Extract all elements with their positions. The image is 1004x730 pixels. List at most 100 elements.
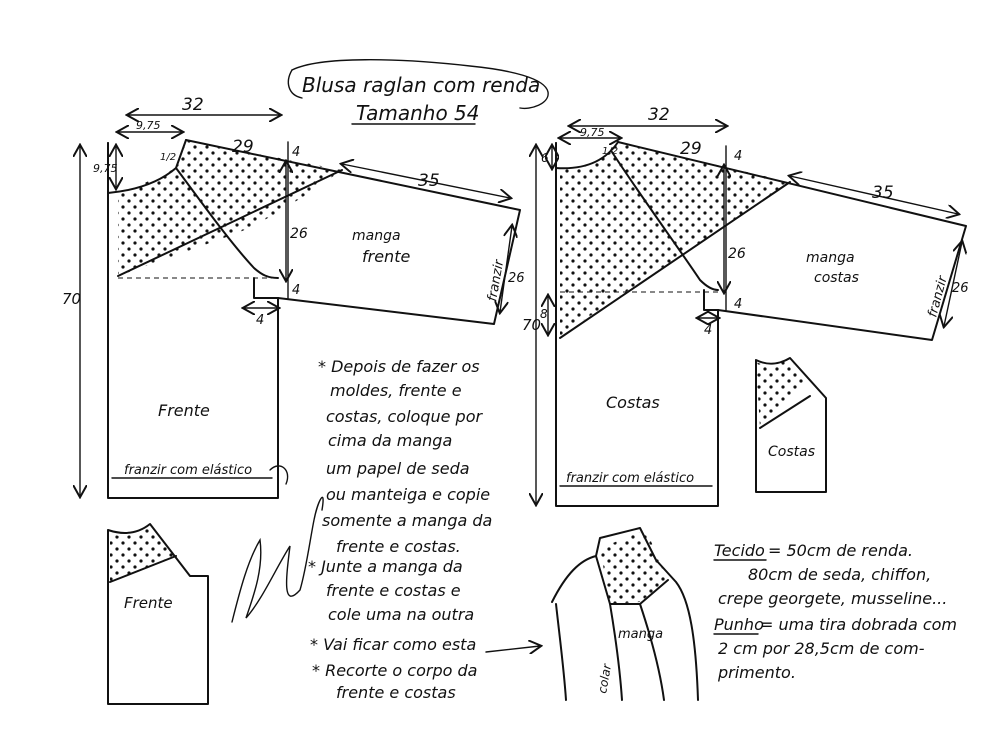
front-top-4-label: 4 [292, 145, 300, 160]
back-width-label: 32 [648, 105, 670, 125]
punho-line-1: = uma tira dobrada com [760, 615, 957, 634]
assembled-sleeve-label: manga [618, 627, 663, 642]
back-body-label: Costas [606, 393, 660, 412]
front-length-label: 70 [62, 290, 81, 308]
signature-flourish [269, 465, 289, 485]
front-underarm-step [253, 277, 279, 299]
front-lace-body [118, 168, 232, 276]
assembled-center-line-1 [609, 603, 623, 701]
instruction-line: costas, coloque por [326, 407, 484, 426]
assembled-neck-v [595, 555, 669, 605]
tecido-line-1: = 50cm de renda. [768, 541, 913, 560]
signature [231, 465, 324, 623]
tecido-line-2: 80cm de seda, chiffon, [748, 565, 931, 584]
back-pattern: 32 9,75 6 1/2 29 35 4 26 4 4 26 8 70 man… [522, 105, 969, 507]
instruction-line: cima da manga [328, 431, 452, 450]
instruction-line: frente e costas. [336, 537, 461, 556]
instruction-line: ou manteiga e copie [326, 485, 490, 504]
back-neck-mark: 1/2 [602, 146, 618, 157]
front-sleeve-len-label: 35 [418, 171, 440, 191]
instruction-line: * Junte a manga da [308, 557, 463, 576]
instruction-line: um papel de seda [326, 459, 470, 478]
back-neck-width-label: 9,75 [580, 126, 605, 139]
assembled-left-edge [555, 603, 567, 701]
small-back-outline [755, 357, 827, 493]
back-lace [560, 142, 790, 336]
small-back-diagonal [759, 395, 811, 429]
back-shoulder-label: 29 [680, 139, 702, 159]
assembled-collar-label: colar [595, 662, 614, 695]
back-sleeve-label-2: costas [814, 270, 859, 286]
front-lace-diagonal [117, 169, 343, 277]
front-gather-note: franzir com elástico [124, 463, 252, 478]
back-neck-depth-label: 6 [541, 151, 549, 165]
front-cuff-label: 26 [508, 271, 525, 286]
small-front-piece: Frente [107, 523, 209, 705]
small-back-label: Costas [768, 444, 815, 460]
punho-label: Punho [714, 615, 764, 634]
front-pattern: 32 9,75 9,75 1/2 29 35 4 26 4 4 26 70 ma… [62, 95, 525, 499]
back-cuff-label: 26 [952, 281, 969, 296]
back-gather-note: franzir com elástico [566, 471, 694, 486]
title-swirl [291, 59, 549, 110]
punho-line-3: primento. [717, 663, 796, 682]
front-body-outline [107, 142, 279, 499]
assembled-outline-outer [551, 527, 699, 701]
punho-line-2: 2 cm por 28,5cm de com- [718, 639, 925, 658]
front-sleeve-label-2: frente [362, 247, 410, 266]
tecido-label: Tecido [714, 541, 765, 560]
back-length-label: 70 [522, 316, 541, 334]
small-front-lace [110, 524, 176, 582]
assembled-center-line-2 [639, 603, 665, 701]
front-body-label: Frente [158, 401, 210, 420]
instruction-line: * Vai ficar como esta [310, 635, 476, 654]
assembled-lace [600, 530, 668, 604]
small-front-outline [107, 523, 209, 705]
back-armhole-label: 26 [728, 246, 746, 262]
fabric-notes: Tecido = 50cm de renda. 80cm de seda, ch… [713, 541, 957, 682]
front-neck-depth-label: 9,75 [93, 162, 118, 175]
front-franzir-label: franzir [485, 257, 507, 303]
instructions: * Depois de fazer os moldes, frente e co… [308, 357, 540, 702]
back-underarm-step [703, 289, 719, 311]
back-step-label: 4 [704, 323, 712, 338]
back-body-outline [555, 142, 719, 507]
front-width-label: 32 [182, 95, 204, 115]
back-sleeve-len-arrow [790, 176, 958, 214]
front-cuff-arrow [500, 226, 512, 312]
title-line-2: Tamanho 54 [356, 101, 480, 125]
signature-stroke [231, 496, 324, 623]
instruction-line: somente a manga da [322, 511, 492, 530]
small-back-piece: Costas [755, 357, 827, 493]
front-armhole-curve [175, 167, 279, 279]
front-step-label: 4 [256, 313, 264, 328]
front-sleeve-len-arrow [342, 164, 510, 198]
small-front-label: Frente [124, 594, 173, 612]
instruction-line: moldes, frente e [330, 381, 462, 400]
back-side-label: 8 [540, 307, 548, 321]
back-sleeve-label-1: manga [806, 250, 855, 266]
back-cuff-arrow [944, 242, 962, 326]
front-neck-width-label: 9,75 [136, 119, 161, 132]
small-front-diagonal [109, 555, 177, 583]
front-sleeve-label-1: manga [352, 228, 401, 244]
front-shoulder-label: 29 [232, 137, 254, 157]
front-under-4-label: 4 [292, 283, 300, 298]
back-top-4-label: 4 [734, 149, 742, 164]
title-block: Blusa raglan com renda Tamanho 54 [287, 59, 549, 125]
front-neck-mark: 1/2 [160, 152, 176, 163]
instruction-line: frente e costas [336, 683, 456, 702]
front-armhole-label: 26 [290, 226, 308, 242]
instruction-line: cole uma na outra [328, 605, 474, 624]
assembled-sleeve: manga colar [551, 527, 699, 701]
instruction-line: * Depois de fazer os [318, 357, 480, 376]
instruction-pointer-arrow [485, 646, 540, 652]
instruction-line: * Recorte o corpo da [312, 661, 477, 680]
tecido-line-3: crepe georgete, musseline... [718, 589, 947, 608]
back-armhole-curve [611, 151, 719, 291]
back-lace-diagonal [559, 181, 791, 339]
back-sleeve-len-label: 35 [872, 183, 894, 203]
small-back-lace [756, 358, 806, 428]
